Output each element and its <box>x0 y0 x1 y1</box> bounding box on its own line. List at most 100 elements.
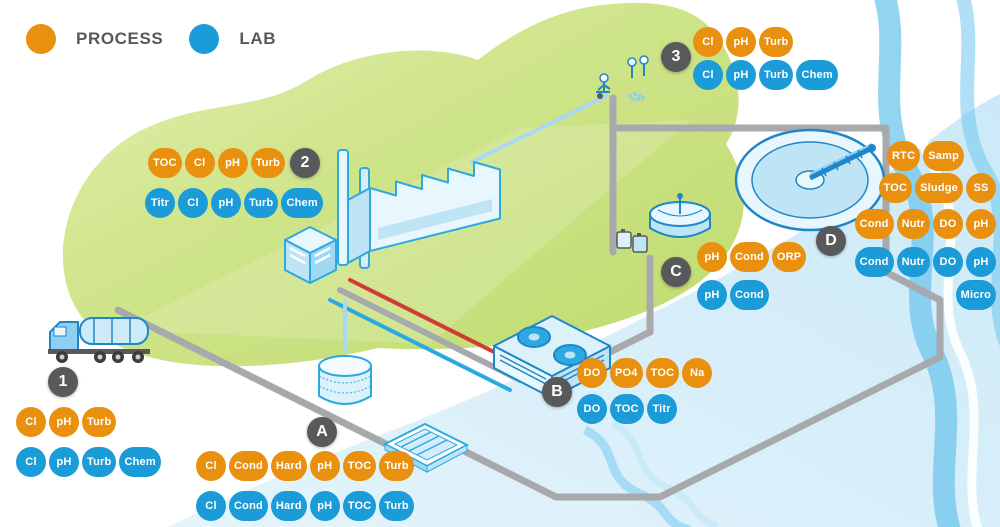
lab-measurement-badge: pH <box>211 188 241 218</box>
lab-measurement-badge: Titr <box>145 188 175 218</box>
process-measurement-badge: Nutr <box>896 209 930 239</box>
station-b-marker: B <box>542 377 572 407</box>
lab-measurement-badge: pH <box>697 280 727 310</box>
station-a-marker: A <box>307 417 337 447</box>
workers-illustration <box>596 55 649 101</box>
legend-process: PROCESS <box>26 24 163 54</box>
tanker-truck-illustration <box>48 317 150 363</box>
pipe-network <box>114 94 944 501</box>
process-measurement-badge: Turb <box>82 407 117 437</box>
legend-lab-label: LAB <box>239 29 277 48</box>
lab-measurement-badge: Micro <box>955 280 996 310</box>
process-measurement-badge: Cl <box>693 27 723 57</box>
process-measurement-badge: Cond <box>229 451 268 481</box>
legend: PROCESS LAB <box>26 24 276 54</box>
lab-measurement-badge: DO <box>577 394 607 424</box>
process-measurement-badge: Hard <box>270 451 307 481</box>
station-3-marker: 3 <box>661 42 691 72</box>
process-measurement-badge: pH <box>217 148 248 178</box>
process-measurement-badge: pH <box>697 242 727 272</box>
process-measurement-badge: ORP <box>771 242 807 272</box>
lab-measurement-badge: Turb <box>244 188 279 218</box>
process-measurement-badge: DO <box>933 209 963 239</box>
lab-measurement-badge: Cl <box>196 491 226 521</box>
lab-measurement-badge: Cond <box>854 247 894 277</box>
lab-measurement-badge: Cl <box>178 188 208 218</box>
lab-measurement-badge: pH <box>49 447 79 477</box>
cold-water-line <box>328 298 512 392</box>
process-measurement-badge: TOC <box>878 173 913 203</box>
process-measurement-badge: SS <box>966 173 996 203</box>
process-measurement-badge: Cl <box>16 407 46 437</box>
lab-measurement-badge: pH <box>966 247 996 277</box>
process-measurement-badge: Na <box>682 358 713 388</box>
process-measurement-badge: Samp <box>923 141 964 171</box>
gravel-pile <box>628 92 645 101</box>
process-measurement-badge: Sludge <box>915 173 963 203</box>
lab-measurement-badge: Turb <box>82 447 117 477</box>
lab-measurement-badge: Cl <box>16 447 46 477</box>
process-measurement-badge: Turb <box>379 451 414 481</box>
station-c-marker: C <box>661 257 691 287</box>
process-measurement-badge: pH <box>309 451 340 481</box>
station-d-lab-row-2: Micro <box>955 280 996 310</box>
process-measurement-badge: TOC <box>342 451 377 481</box>
lab-measurement-badge: Turb <box>759 60 794 90</box>
factory-illustration <box>284 149 501 284</box>
process-measurement-badge: Cond <box>854 209 894 239</box>
station-d-marker: D <box>816 226 846 256</box>
process-measurement-badge: Turb <box>250 148 286 178</box>
process-measurement-badge: TOC <box>645 358 680 388</box>
lab-measurement-badge: Cond <box>730 280 769 310</box>
station-2-marker: 2 <box>290 148 320 178</box>
lab-measurement-badge: Cond <box>229 491 268 521</box>
lab-measurement-badge: Cl <box>693 60 723 90</box>
lab-measurement-badge: TOC <box>610 394 644 424</box>
process-measurement-badge: RTC <box>887 141 921 171</box>
process-measurement-badge: DO <box>577 358 607 388</box>
lab-measurement-badge: pH <box>309 491 340 521</box>
lab-measurement-badge: pH <box>726 60 756 90</box>
process-measurement-badge: pH <box>966 209 996 239</box>
lab-measurement-badge: Chem <box>281 188 323 218</box>
process-measurement-badge: Cl <box>196 451 226 481</box>
aeration-tank-illustration <box>649 193 711 238</box>
process-measurement-badge: pH <box>726 27 756 57</box>
process-measurement-badge: PO4 <box>610 358 643 388</box>
lab-measurement-badge: DO <box>933 247 963 277</box>
lab-measurement-badge: Hard <box>270 491 307 521</box>
lab-measurement-badge: Turb <box>379 491 414 521</box>
lab-measurement-badge: Chem <box>796 60 838 90</box>
water-tank-illustration <box>318 355 372 405</box>
process-measurement-badge: Cond <box>730 242 769 272</box>
legend-lab: LAB <box>189 24 276 54</box>
process-color-dot <box>26 24 56 54</box>
process-measurement-badge: pH <box>49 407 79 437</box>
station-1-marker: 1 <box>48 367 78 397</box>
lab-measurement-badge: Chem <box>119 447 161 477</box>
legend-process-label: PROCESS <box>76 29 164 48</box>
lab-measurement-badge: TOC <box>342 491 377 521</box>
lab-color-dot <box>189 24 220 54</box>
process-measurement-badge: Turb <box>759 27 794 57</box>
process-measurement-badge: TOC <box>148 148 182 178</box>
lab-measurement-badge: Titr <box>646 394 677 424</box>
clarifier-illustration <box>734 128 886 232</box>
